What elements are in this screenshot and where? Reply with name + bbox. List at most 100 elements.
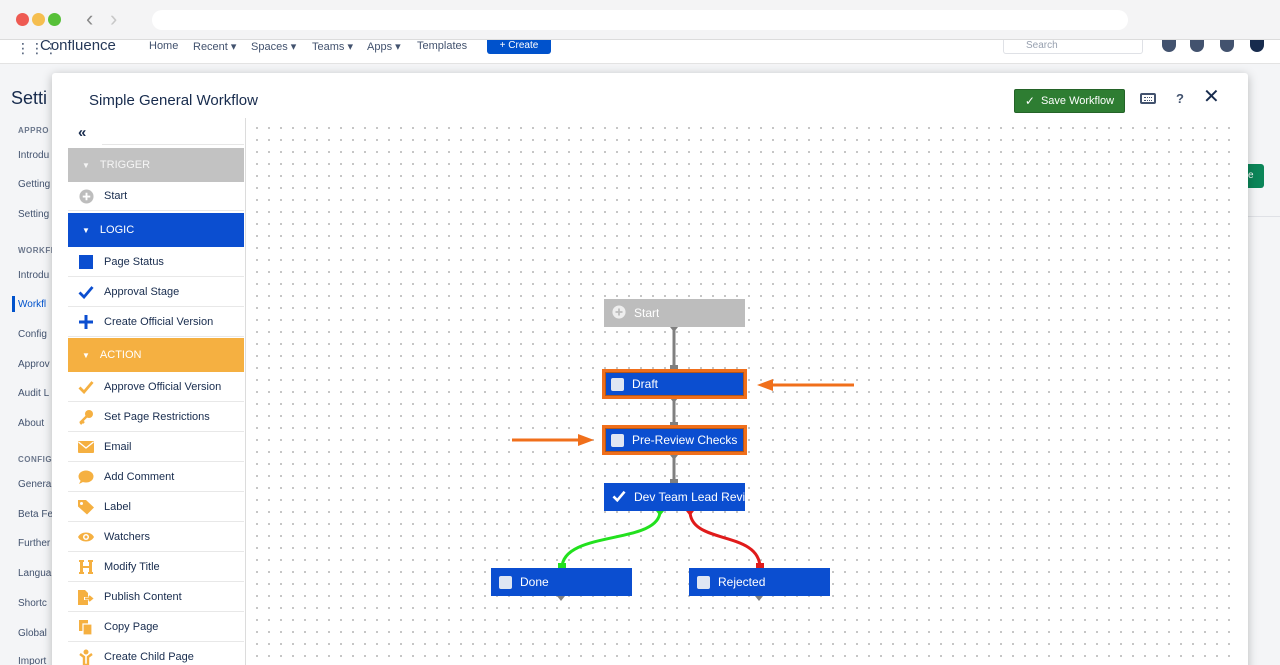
sidebar-item-about[interactable]: About [18,418,45,429]
address-bar[interactable] [152,10,1128,30]
nav-apps[interactable]: Apps ▾ [367,41,401,53]
sidebar-item-language[interactable]: Langua [18,568,52,579]
minimize-window-dot[interactable] [32,13,45,26]
save-workflow-button[interactable]: ✓ Save Workflow [1014,89,1125,113]
palette-item-label: Label [104,501,131,513]
palette-item-email[interactable]: Email [68,433,244,462]
category-action[interactable]: ▼ ACTION [68,338,244,372]
plus-circle-icon [68,188,104,204]
sidebar-item-approvals[interactable]: Approv [18,359,50,370]
envelope-icon [68,441,104,453]
copy-icon [68,619,104,636]
category-trigger[interactable]: ▼ TRIGGER [68,148,244,182]
palette-item-label: Approve Official Version [104,381,222,393]
plus-circle-icon [612,304,626,322]
palette-item-label: Modify Title [104,561,160,573]
sidebar-item-configure[interactable]: Config [18,329,47,340]
maximize-window-dot[interactable] [48,13,61,26]
collapse-palette-icon[interactable]: « [78,124,87,141]
child-page-icon [68,649,104,665]
sidebar-item-further[interactable]: Further [18,538,51,549]
tag-icon [68,499,104,515]
comment-icon [68,470,104,485]
checkmark-icon [68,285,104,299]
node-label: Rejected [718,575,766,589]
sidebar-active-indicator [12,296,15,312]
node-pre-review-checks[interactable]: Pre-Review Checks [602,425,747,455]
sidebar-heading-approvals: APPRO [18,126,49,135]
nav-spaces[interactable]: Spaces ▾ [251,41,297,53]
sidebar-item-introduction[interactable]: Introdu [18,150,50,161]
sidebar-item-workflows[interactable]: Workfl [18,299,47,310]
checkmark-icon [612,490,626,505]
square-icon [611,433,624,447]
confluence-logo[interactable]: Confluence [40,37,116,54]
palette-item-watchers[interactable]: Watchers [68,523,244,552]
node-done[interactable]: Done [491,568,632,596]
nav-teams[interactable]: Teams ▾ [312,41,353,53]
nav-recent[interactable]: Recent ▾ [193,41,237,53]
node-label: Pre-Review Checks [632,433,738,447]
palette-item-approve-official-version[interactable]: Approve Official Version [68,373,244,402]
forward-arrow-icon[interactable]: › [110,6,118,31]
back-arrow-icon[interactable]: ‹ [86,6,94,31]
nav-home[interactable]: Home [149,40,179,52]
key-icon [68,409,104,425]
background-divider [1248,216,1280,217]
palette-item-create-child-page[interactable]: Create Child Page [68,643,244,665]
nav-templates[interactable]: Templates [417,40,468,52]
help-circle-icon[interactable] [1190,40,1204,52]
palette-item-publish-content[interactable]: Publish Content [68,583,244,612]
palette-item-approval-stage[interactable]: Approval Stage [68,278,244,307]
notifications-icon[interactable] [1162,40,1176,52]
sidebar-item-general[interactable]: Genera [18,479,52,490]
search-input[interactable]: Search [1003,40,1143,54]
checkmark-icon [68,380,104,394]
check-icon: ✓ [1024,94,1035,108]
app-switcher-icon[interactable]: ⋮⋮⋮ [16,40,58,56]
sidebar-item-settings[interactable]: Setting [18,209,50,220]
node-start[interactable]: Start [604,299,745,327]
settings-sidebar [0,64,52,665]
palette-item-label: Email [104,441,132,453]
palette-item-copy-page[interactable]: Copy Page [68,613,244,642]
keyboard-icon[interactable] [1140,93,1156,104]
publish-icon [68,589,104,606]
palette-item-add-comment[interactable]: Add Comment [68,463,244,492]
palette-item-label: Add Comment [104,471,175,483]
settings-title: Setti [11,88,48,108]
category-logic[interactable]: ▼ LOGIC [68,213,244,247]
sidebar-item-global[interactable]: Global [18,628,47,639]
background-action-button[interactable]: e [1248,164,1264,188]
avatar[interactable] [1250,40,1264,52]
browser-toolbar: ‹ › [0,0,1280,40]
sidebar-item-audit-log[interactable]: Audit L [18,388,50,399]
node-dev-team-lead-review[interactable]: Dev Team Lead Revi... [604,483,745,511]
close-icon[interactable]: ✕ [1203,86,1220,108]
category-logic-label: LOGIC [99,224,135,236]
palette-item-label-action[interactable]: Label [68,493,244,522]
sidebar-heading-configuration: CONFIG [18,455,53,464]
close-window-dot[interactable] [16,13,29,26]
palette-item-create-official-version[interactable]: Create Official Version [68,308,244,337]
palette-item-modify-title[interactable]: Modify Title [68,553,244,582]
node-label: Start [634,306,660,320]
settings-gear-icon[interactable] [1220,40,1234,52]
sidebar-item-getting-started[interactable]: Getting [18,179,51,190]
palette-item-set-page-restrictions[interactable]: Set Page Restrictions [68,403,244,432]
node-label: Draft [632,377,659,391]
sidebar-item-workflow-intro[interactable]: Introdu [18,270,50,281]
create-button[interactable]: + Create [487,40,551,54]
palette-item-label: Set Page Restrictions [104,411,210,423]
palette-item-label: Watchers [104,531,151,543]
node-rejected[interactable]: Rejected [689,568,830,596]
sidebar-item-beta-features[interactable]: Beta Fe [18,509,54,520]
palette-item-start[interactable]: Start [68,182,244,211]
palette-item-label: Start [104,190,128,202]
palette-item-page-status[interactable]: Page Status [68,248,244,277]
sidebar-item-shortcuts[interactable]: Shortc [18,598,47,609]
sidebar-item-import[interactable]: Import [18,656,47,665]
help-icon[interactable]: ? [1176,91,1184,106]
node-draft[interactable]: Draft [602,369,747,399]
modal-title: Simple General Workflow [89,92,258,109]
